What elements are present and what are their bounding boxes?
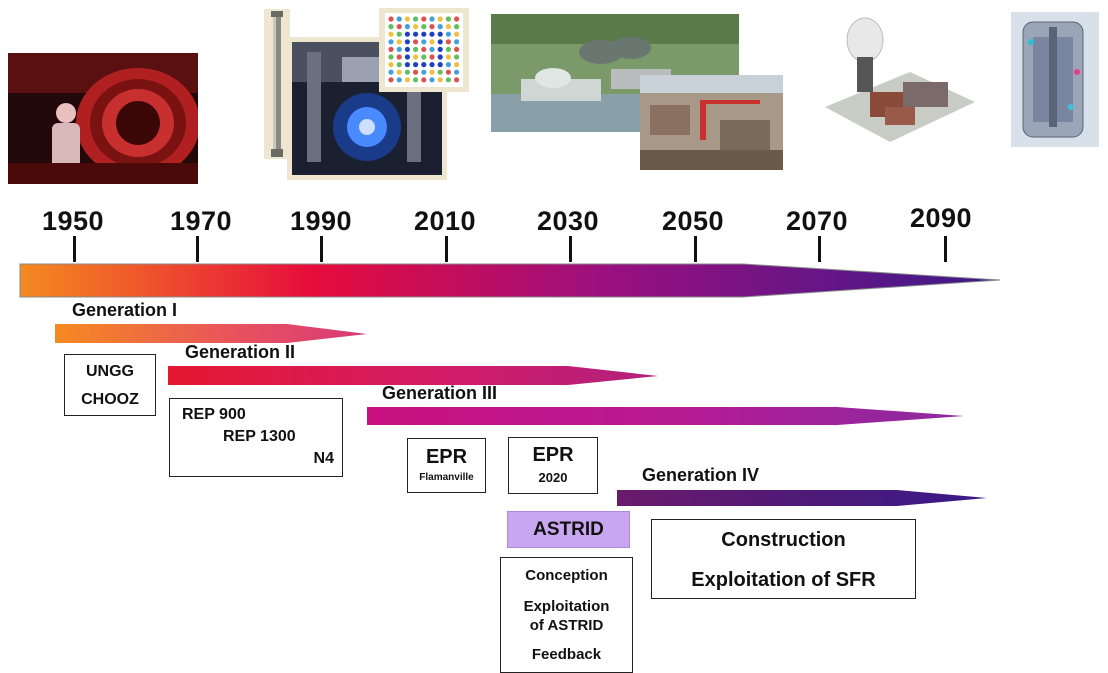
gen4-plant-3d-model <box>815 12 980 152</box>
year-tick-1950 <box>73 236 76 262</box>
year-label-2050: 2050 <box>662 206 725 236</box>
astrid-steps-box: Conception Exploitation of ASTRID Feedba… <box>500 557 633 673</box>
exploitation-sfr-label: Exploitation of SFR <box>691 569 876 591</box>
sfr-box: Construction Exploitation of SFR <box>651 519 916 599</box>
year-tick-1990 <box>320 236 323 262</box>
gen2-fuel-assembly-map <box>379 8 469 92</box>
gen4-reactor-vessel-diagram <box>1011 12 1099 147</box>
generation-3-arrow <box>367 407 964 425</box>
generation-3-label: Generation III <box>382 383 498 403</box>
construction-label: Construction <box>721 529 846 551</box>
epr-flamanville-box: EPR Flamanville <box>407 438 486 493</box>
epr-2020-box: EPR 2020 <box>508 437 598 494</box>
year-tick-2070 <box>818 236 821 262</box>
gen1-reactor-worker-photo <box>8 53 198 184</box>
year-label-1950: 1950 <box>42 206 105 236</box>
year-tick-2090 <box>944 236 947 262</box>
conception-label: Conception <box>525 567 608 584</box>
year-tick-2050 <box>694 236 697 262</box>
year-label-2030: 2030 <box>537 206 600 236</box>
generation-1-label: Generation I <box>72 300 178 320</box>
year-label-2010: 2010 <box>414 206 477 236</box>
epr-2020-sub: 2020 <box>538 470 568 485</box>
ungg-chooz-box: UNGG CHOOZ <box>64 354 156 416</box>
year-label-2090: 2090 <box>910 203 973 233</box>
ungg-label: UNGG <box>86 363 134 380</box>
rep-900-label: REP 900 <box>182 406 246 423</box>
gen3-construction-site-photo <box>640 75 783 170</box>
year-tick-2030 <box>569 236 572 262</box>
generation-2-arrow <box>168 366 658 385</box>
year-tick-2010 <box>445 236 448 262</box>
epr-2020-title: EPR <box>532 444 574 466</box>
rep-box: REP 900 REP 1300 N4 <box>169 398 343 477</box>
generation-4-arrow <box>617 490 987 506</box>
epr-flamanville-title: EPR <box>425 446 468 468</box>
epr-flamanville-sub: Flamanville <box>419 472 474 483</box>
feedback-label: Feedback <box>531 646 602 663</box>
year-tick-1970 <box>196 236 199 262</box>
generation-1-arrow <box>55 324 367 343</box>
year-label-1970: 1970 <box>170 206 233 236</box>
generation-4-label: Generation IV <box>642 465 760 485</box>
rep-1300-label: REP 1300 <box>223 428 296 445</box>
gen2-fuel-rod-photo <box>264 9 290 159</box>
n4-label: N4 <box>313 450 334 467</box>
gen2-reactor-core-photo <box>287 37 447 180</box>
astrid-box: ASTRID <box>507 511 630 548</box>
generation-2-label: Generation II <box>185 342 296 362</box>
main-timeline-arrow <box>19 263 1001 298</box>
exploitation-label: Exploitation <box>523 598 610 615</box>
chooz-label: CHOOZ <box>81 391 139 408</box>
year-label-1990: 1990 <box>290 206 353 236</box>
of-astrid-label: of ASTRID <box>529 617 604 634</box>
year-label-2070: 2070 <box>786 206 849 236</box>
